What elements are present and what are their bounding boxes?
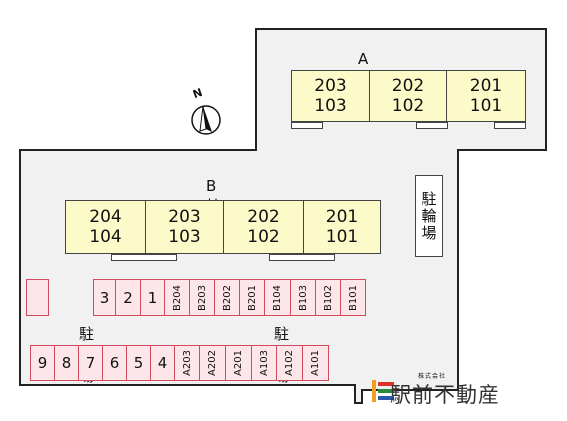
parking-stall: B203 xyxy=(189,279,215,316)
unit-number: 203 xyxy=(314,76,347,96)
parking-stall: B202 xyxy=(214,279,240,316)
logo-company-type: 株式会社 xyxy=(418,373,447,380)
company-logo: 株式会社 駅前不動産 xyxy=(370,371,560,411)
parking-stall: B204 xyxy=(164,279,190,316)
parking-stall: B101 xyxy=(340,279,366,316)
parking-stall: 4 xyxy=(150,345,175,381)
parking-stall-number: 6 xyxy=(109,354,120,372)
unit-number: 103 xyxy=(314,96,347,116)
parking-stall-number: 5 xyxy=(133,354,144,372)
unit-number: 101 xyxy=(325,227,359,247)
parking-stall: A102 xyxy=(276,345,303,381)
parking-stall: B201 xyxy=(239,279,265,316)
parking-stall-number: A203 xyxy=(181,350,193,376)
unit-number: 102 xyxy=(391,96,425,116)
unit-a-3: 201 101 xyxy=(446,70,526,122)
parking-stall: 9 xyxy=(30,345,55,381)
unit-number: 204 xyxy=(89,207,122,227)
bicycle-parking: 駐輪場 xyxy=(415,175,443,257)
parking-stall: 3 xyxy=(93,279,116,316)
parking-stall-number: B202 xyxy=(221,284,233,311)
unit-number: 102 xyxy=(247,227,280,247)
parking-stall: A103 xyxy=(251,345,277,381)
parking-stall-number: B101 xyxy=(347,284,359,311)
parking-stall-number: A103 xyxy=(258,350,270,376)
entrance-step xyxy=(416,122,448,129)
unit-number: 202 xyxy=(247,207,280,227)
parking-stall-number: 3 xyxy=(99,288,110,307)
parking-stall-number: B103 xyxy=(297,284,309,311)
parking-stall-number: B204 xyxy=(171,284,183,311)
parking-stall-number: 9 xyxy=(37,354,48,372)
unit-b-2: 203 103 xyxy=(145,200,224,254)
parking-stall: B102 xyxy=(315,279,341,316)
unit-number: 101 xyxy=(469,96,503,116)
unit-number: 103 xyxy=(168,227,201,247)
parking-stall-number: B203 xyxy=(196,284,208,311)
unit-a-1: 203 103 xyxy=(291,70,370,122)
parking-stall: 6 xyxy=(102,345,127,381)
unit-a-2: 202 102 xyxy=(369,70,447,122)
parking-stall-number: B201 xyxy=(246,284,258,311)
parking-stall: B104 xyxy=(264,279,291,316)
parking-stall-number: 1 xyxy=(147,288,158,307)
unit-b-1: 204 104 xyxy=(65,200,146,254)
logo-mark-icon xyxy=(372,380,394,402)
bicycle-parking-label: 駐輪場 xyxy=(419,190,438,242)
parking-stall-number: 7 xyxy=(85,354,96,372)
parking-stall: 1 xyxy=(140,279,165,316)
unit-number: 104 xyxy=(89,227,122,247)
parking-stall: A101 xyxy=(302,345,329,381)
parking-stall-number: 8 xyxy=(61,354,72,372)
north-arrow-icon: N xyxy=(188,86,224,138)
unit-number: 201 xyxy=(325,207,359,227)
entrance-step xyxy=(494,122,526,129)
logo-company-name: 駅前不動産 xyxy=(390,383,500,407)
unit-number: 202 xyxy=(391,76,425,96)
parking-stall-number: A101 xyxy=(310,350,321,376)
unit-number: 203 xyxy=(168,207,201,227)
entrance-step xyxy=(269,254,335,261)
parking-stall: 7 xyxy=(78,345,103,381)
parking-stall: 8 xyxy=(54,345,79,381)
entrance-step xyxy=(291,122,323,129)
parking-stall-number: B102 xyxy=(322,284,334,311)
parking-stall-number: 4 xyxy=(157,354,168,372)
parking-stall-number: A102 xyxy=(284,350,295,376)
parking-stall: A203 xyxy=(174,345,200,381)
parking-stall-number: A202 xyxy=(207,350,218,376)
parking-stall-blank xyxy=(26,279,49,316)
parking-stall-number: A201 xyxy=(233,350,244,376)
parking-stall: A201 xyxy=(225,345,252,381)
parking-stall: 5 xyxy=(126,345,151,381)
parking-stall: B103 xyxy=(290,279,316,316)
entrance-step xyxy=(111,254,177,261)
parking-stall-number: 2 xyxy=(123,288,133,307)
parking-stall-number: B104 xyxy=(272,284,283,311)
parking-stall: A202 xyxy=(199,345,226,381)
unit-b-3: 202 102 xyxy=(223,200,304,254)
unit-number: 201 xyxy=(469,76,503,96)
unit-b-4: 201 101 xyxy=(303,200,381,254)
parking-stall: 2 xyxy=(115,279,141,316)
